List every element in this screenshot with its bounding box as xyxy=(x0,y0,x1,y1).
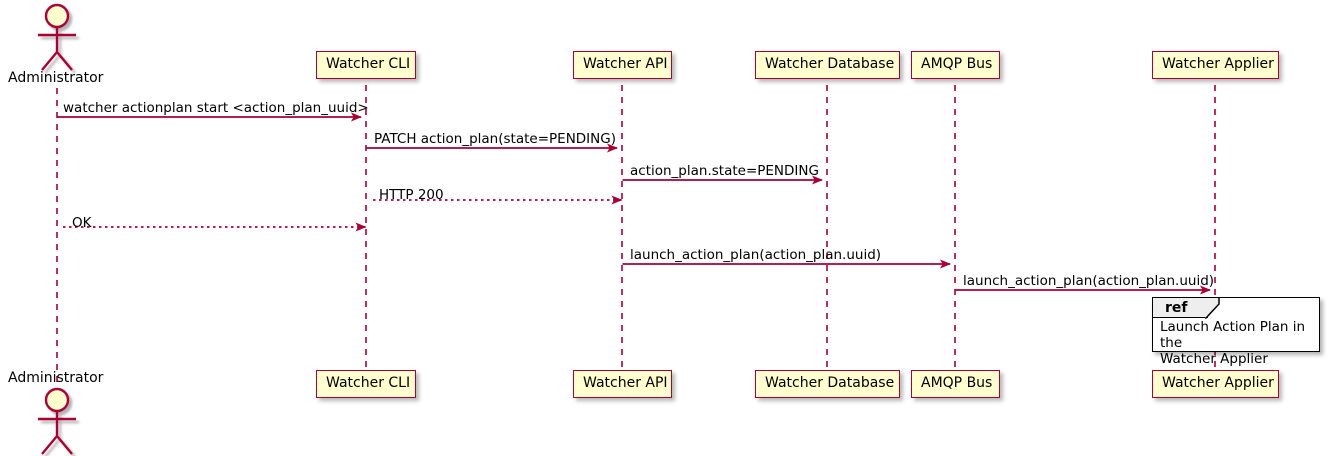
participant-label: Watcher API xyxy=(583,56,668,72)
actor-label-administrator-top: Administrator xyxy=(8,70,104,86)
message-label-m3: action_plan.state=PENDING xyxy=(630,163,819,179)
participant-label: Watcher Applier xyxy=(1162,56,1274,72)
message-label-m5: OK xyxy=(72,215,92,231)
participant-box-watcher-cli-top[interactable]: Watcher CLI xyxy=(316,51,416,79)
message-label-m2: PATCH action_plan(state=PENDING) xyxy=(374,131,616,147)
lifelines xyxy=(56,85,1216,390)
message-label-m6: launch_action_plan(action_plan.uuid) xyxy=(630,247,882,263)
participant-box-watcher-applier-top[interactable]: Watcher Applier xyxy=(1152,51,1279,79)
participant-label: Watcher API xyxy=(583,375,668,391)
actor-administrator-top xyxy=(38,3,76,71)
ref-fragment-tab-corner xyxy=(1205,298,1220,319)
message-label-m4: HTTP 200 xyxy=(379,187,444,203)
participant-box-watcher-database-top[interactable]: Watcher Database xyxy=(755,51,900,79)
participant-box-amqp-bus-bottom[interactable]: AMQP Bus xyxy=(911,370,1000,398)
participant-label: AMQP Bus xyxy=(921,56,993,72)
message-label-m1: watcher actionplan start <action_plan_uu… xyxy=(63,100,369,116)
ref-fragment-text: Launch Action Plan in the Watcher Applie… xyxy=(1160,319,1306,367)
actor-label-administrator-bottom: Administrator xyxy=(8,370,104,386)
participant-box-watcher-cli-bottom[interactable]: Watcher CLI xyxy=(316,370,416,398)
actor-administrator-bottom xyxy=(38,387,76,455)
participant-box-watcher-applier-bottom[interactable]: Watcher Applier xyxy=(1152,370,1279,398)
participant-box-watcher-api-bottom[interactable]: Watcher API xyxy=(573,370,672,398)
participant-label: Watcher CLI xyxy=(326,375,411,391)
participant-box-watcher-api-top[interactable]: Watcher API xyxy=(573,51,672,79)
message-label-m7: launch_action_plan(action_plan.uuid) xyxy=(963,273,1215,289)
participant-box-watcher-database-bottom[interactable]: Watcher Database xyxy=(755,370,900,398)
participant-box-amqp-bus-top[interactable]: AMQP Bus xyxy=(911,51,1000,79)
participant-label: Watcher Database xyxy=(765,375,895,391)
participant-label: Watcher Database xyxy=(765,56,895,72)
message-arrows xyxy=(57,112,1211,295)
participant-label: AMQP Bus xyxy=(921,375,993,391)
ref-fragment-tab-label: ref xyxy=(1165,300,1188,316)
ref-fragment[interactable]: ref Launch Action Plan in the Watcher Ap… xyxy=(1152,297,1320,367)
participant-label: Watcher Applier xyxy=(1162,375,1274,391)
participant-label: Watcher CLI xyxy=(326,56,411,72)
